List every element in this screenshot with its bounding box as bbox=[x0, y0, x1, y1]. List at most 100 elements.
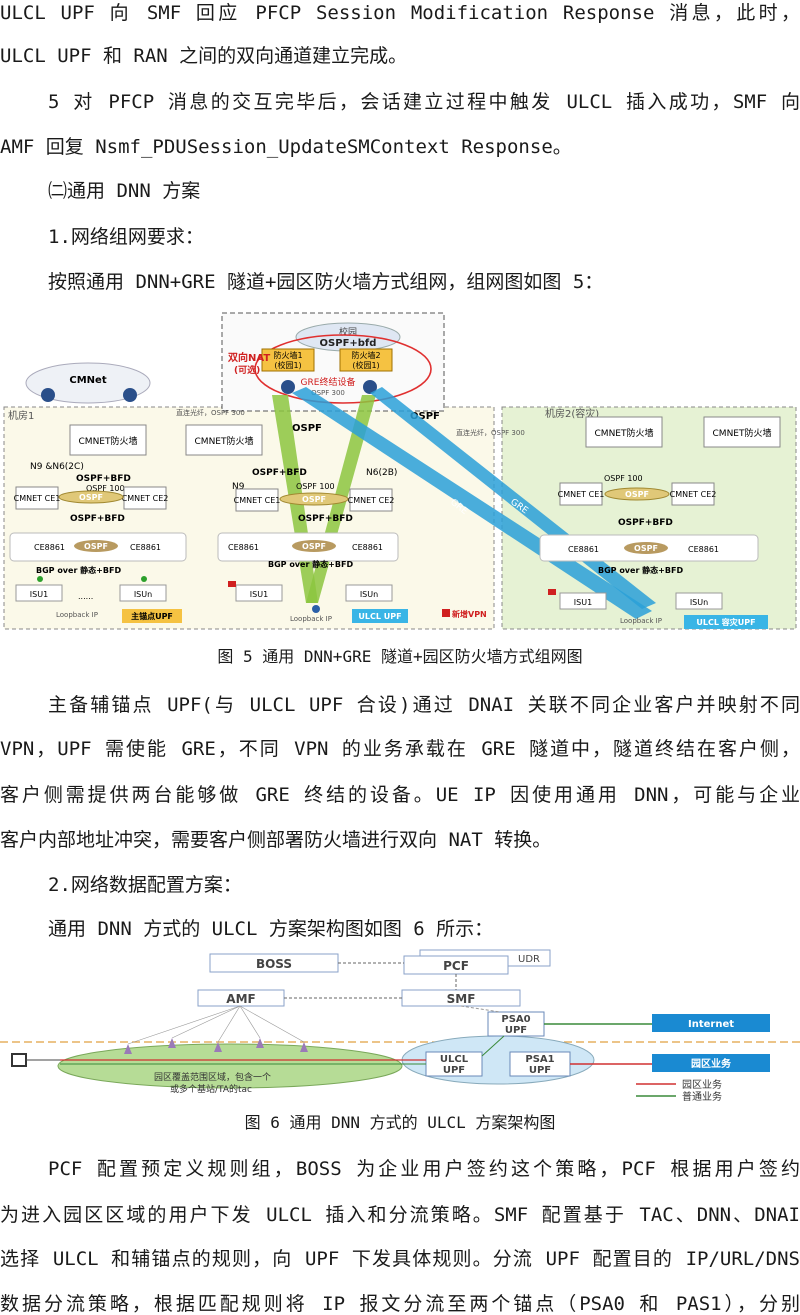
psa1-upf-box bbox=[509, 1051, 571, 1077]
loopback-label: Loopback IP bbox=[620, 617, 662, 625]
bgp-label: BGP over 静态+BFD bbox=[598, 565, 683, 575]
text-line: 客户内部地址冲突，需要客户侧部署防火墙进行双向 NAT 转换。 bbox=[0, 829, 552, 851]
smf-label: SMF bbox=[447, 992, 476, 1006]
isu1-label: ISU1 bbox=[574, 598, 592, 607]
legend-normal-label: 普通业务 bbox=[682, 1090, 722, 1103]
firewall-1-sub: (校园1) bbox=[274, 360, 301, 370]
firewall-2-sub: (校园1) bbox=[352, 360, 379, 370]
ospf100-label: OSPF 100 bbox=[86, 484, 125, 493]
text-line: PCF 配置预定义规则组，BOSS 为企业用户签约这个策略，PCF 根据用户签约 bbox=[48, 1158, 800, 1180]
cmnet-firewall-label: CMNET防火墙 bbox=[595, 427, 654, 439]
vrf-ospf-label: OSPF bbox=[625, 490, 649, 499]
vrf-ospf-label: OSPF bbox=[302, 495, 326, 504]
ospf-bfd-top-label: OSPF+bfd bbox=[320, 338, 377, 349]
campus-service-label: 园区业务 bbox=[691, 1057, 732, 1070]
direct-link-label-2: 直连光纤，OSPF 300 bbox=[456, 428, 525, 437]
nat-ellipse bbox=[254, 334, 432, 404]
coverage-label-2: 或多个基站/TA的tac bbox=[170, 1083, 252, 1095]
campus-service-badge bbox=[652, 1054, 770, 1072]
udr-label: UDR bbox=[518, 954, 540, 965]
ce8861-label: CE8861 bbox=[352, 543, 383, 552]
ulcl-label: ULCL bbox=[440, 1054, 469, 1065]
boss-label: BOSS bbox=[256, 957, 292, 971]
ospf-band bbox=[74, 540, 118, 552]
ospf-label: OSPF bbox=[292, 423, 322, 434]
ospf-band-label: OSPF bbox=[634, 544, 658, 553]
amf-gnb-links bbox=[127, 1005, 305, 1045]
isun-box bbox=[345, 584, 393, 602]
text-line: ULCL UPF 向 SMF 回应 PFCP Session Modificat… bbox=[0, 2, 800, 24]
ce8861-label: CE8861 bbox=[228, 543, 259, 552]
router-icon bbox=[123, 388, 137, 402]
status-dot bbox=[141, 576, 147, 582]
ce2-box bbox=[349, 488, 393, 512]
figure-6-architecture-diagram: BOSS UDR PCF AMF SMF 园区覆盖范围区域，包含一个 或多个基站… bbox=[0, 948, 800, 1104]
ce1-box bbox=[15, 486, 59, 510]
amf-label: AMF bbox=[226, 992, 255, 1006]
legend-campus-label: 园区业务 bbox=[682, 1078, 722, 1091]
ce2-label: CMNET CE2 bbox=[670, 490, 717, 499]
firewall-1-label: 防火墙1 bbox=[273, 350, 302, 360]
text-line: 为进入园区区域的用户下发 ULCL 插入和分流策略。SMF 配置基于 TAC、D… bbox=[0, 1204, 800, 1226]
vrf-ospf-label: OSPF bbox=[79, 493, 103, 502]
ce1-label: CMNET CE1 bbox=[558, 490, 605, 499]
isun-label: ISUn bbox=[360, 590, 378, 599]
isu1-label: ISU1 bbox=[30, 590, 48, 599]
isun-box bbox=[675, 592, 723, 610]
section-heading: ㈡通用 DNN 方案 bbox=[48, 180, 201, 202]
cmnet-firewall-box bbox=[69, 424, 147, 456]
text-line: AMF 回复 Nsmf_PDUSession_UpdateSMContext R… bbox=[0, 136, 572, 158]
ospf-bfd-label: OSPF+BFD bbox=[618, 518, 673, 528]
isun-label: ISUn bbox=[134, 590, 152, 599]
ce1-label: CMNET CE1 bbox=[14, 494, 61, 503]
router-icon bbox=[41, 388, 55, 402]
ce1-box bbox=[559, 482, 603, 506]
ospf-band-label: OSPF bbox=[84, 542, 108, 551]
ospf-band-label: OSPF bbox=[302, 542, 326, 551]
isu1-box bbox=[15, 584, 63, 602]
isu1-box bbox=[559, 592, 607, 610]
ospf300-top-label: OSPF 300 bbox=[311, 389, 345, 397]
ulcl-dr-upf-badge bbox=[684, 615, 768, 629]
nat-sub-label: (可选) bbox=[234, 364, 260, 376]
coverage-label: 园区覆盖范围区域，包含一个 bbox=[154, 1071, 271, 1083]
ulcl-dr-upf-label: ULCL 容灾UPF bbox=[696, 617, 755, 627]
text-line: 主备辅锚点 UPF(与 ULCL UPF 合设)通过 DNAI 关联不同企业客户… bbox=[48, 694, 800, 716]
text-line: 按照通用 DNN+GRE 隧道+园区防火墙方式组网，组网图如图 5： bbox=[48, 271, 604, 293]
upf-label: UPF bbox=[443, 1065, 465, 1076]
vrf-band bbox=[279, 492, 349, 506]
vrf-band bbox=[604, 487, 670, 501]
cmnet-firewall-label: CMNET防火墙 bbox=[79, 435, 138, 447]
vrf-band bbox=[58, 490, 124, 504]
ospf-bfd-label: OSPF+BFD bbox=[298, 514, 353, 524]
status-dot bbox=[37, 576, 43, 582]
ospf-bfd-label: OSPF+BFD bbox=[70, 514, 125, 524]
red-marker bbox=[228, 581, 236, 587]
cmnet-firewall-label: CMNET防火墙 bbox=[195, 435, 254, 447]
dots-label: ...... bbox=[78, 592, 93, 601]
smf-psa0-link bbox=[460, 1005, 501, 1013]
text-line: 5 对 PFCP 消息的交互完毕后，会话建立过程中触发 ULCL 插入成功，SM… bbox=[48, 91, 800, 113]
red-marker bbox=[548, 589, 556, 595]
figure-6-caption: 图 6 通用 DNN 方式的 ULCL 方案架构图 bbox=[244, 1113, 556, 1132]
ce8861-label: CE8861 bbox=[130, 543, 161, 552]
ospf-bfd-label: OSPF+BFD bbox=[76, 474, 131, 484]
direct-link-label: 直连光纤，OSPF 300 bbox=[176, 408, 245, 417]
ulcl-upf-badge bbox=[352, 609, 408, 623]
text-line: ULCL UPF 和 RAN 之间的双向通道建立完成。 bbox=[0, 45, 408, 67]
isun-label: ISUn bbox=[690, 598, 708, 607]
psa0-label: PSA0 bbox=[501, 1014, 530, 1025]
ce1-label: CMNET CE1 bbox=[234, 496, 281, 505]
n9-label: N9 bbox=[232, 482, 245, 492]
ce8861-label: CE8861 bbox=[568, 545, 599, 554]
subsection-heading: 1.网络组网要求： bbox=[48, 226, 204, 248]
ce2-box bbox=[123, 486, 167, 510]
gre-device-label: GRE终结设备 bbox=[301, 376, 356, 388]
isu1-label: ISU1 bbox=[250, 590, 268, 599]
loopback-label: Loopback IP bbox=[290, 615, 332, 623]
upf-label-2: UPF bbox=[529, 1065, 551, 1076]
cmnet-firewall-label: CMNET防火墙 bbox=[713, 427, 772, 439]
ulcl-psa0-link bbox=[481, 1035, 505, 1057]
cmnet-firewall-box bbox=[185, 424, 263, 456]
ospf-bfd-label: OSPF+BFD bbox=[252, 468, 307, 478]
